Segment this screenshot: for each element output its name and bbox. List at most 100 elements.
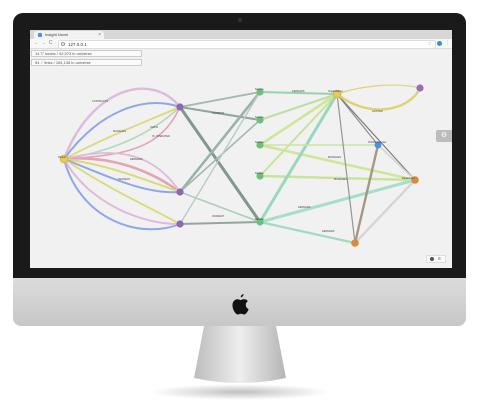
graph-node	[176, 188, 184, 196]
tab-close-button[interactable]: ×	[98, 32, 101, 38]
graph-node	[351, 239, 359, 247]
edge-label: OWNS	[150, 125, 158, 129]
edge-label: MANAGES	[113, 129, 126, 133]
graph-edge	[336, 84, 421, 95]
graph-edge	[258, 92, 339, 224]
graph-node	[256, 88, 264, 96]
links-icon: ⟋	[40, 60, 44, 65]
node-label: Service	[255, 140, 264, 144]
nodes-label: nodes / 42,073 in universe	[44, 51, 92, 56]
gear-icon: ⚙	[440, 132, 448, 139]
edge-label: DEPENDS	[322, 229, 335, 233]
nodes-info-box: 14 ▽ nodes / 42,073 in universe	[31, 50, 142, 57]
graph-edge	[63, 152, 181, 193]
forward-button[interactable]: →	[41, 40, 46, 46]
graph-edge	[63, 158, 181, 194]
edge-label: INCIDENT	[212, 111, 225, 115]
monitor-stand	[194, 326, 286, 383]
graph-edge	[353, 178, 417, 245]
edge-label: DEPENDS	[292, 89, 305, 93]
apple-logo-icon	[232, 294, 249, 315]
links-label: links / 164,138 in universe	[44, 60, 91, 65]
graph-edge	[353, 143, 380, 245]
graph-edge	[258, 143, 417, 182]
graph-edge	[179, 221, 261, 225]
edge-label: INCIDENT	[212, 214, 225, 218]
favicon-icon	[38, 33, 42, 37]
settings-button[interactable]: ⚙	[436, 130, 452, 142]
graph-nodes	[59, 84, 424, 247]
graph-edge	[63, 158, 181, 226]
back-button[interactable]: ←	[34, 40, 39, 46]
extension-icon[interactable]	[437, 41, 442, 46]
graph-edge	[179, 119, 261, 193]
tab-title: Insight Novel	[45, 32, 69, 37]
browser-toolbar: ← → C 127.0.0.1 ☆ ⋮	[30, 39, 452, 49]
node-label: Datacenter	[402, 176, 415, 180]
zoom-control[interactable]: ≡	[426, 255, 446, 263]
node-label: Service	[255, 115, 264, 119]
nodes-count: 14	[35, 51, 40, 56]
graph-node	[416, 84, 424, 92]
graph-edge	[63, 158, 181, 193]
info-icon	[61, 42, 65, 46]
graph-edge	[63, 106, 181, 160]
edge-label: CONTRACTS	[92, 99, 108, 103]
graph-edge	[258, 220, 357, 245]
graph-node	[411, 176, 419, 184]
graph-node-root	[59, 154, 69, 164]
edge-label: DEPENDS	[298, 205, 311, 209]
graph-edge	[178, 105, 262, 224]
node-label: Service	[255, 217, 264, 221]
graph-edge	[179, 106, 261, 121]
graph-node	[256, 141, 264, 149]
node-label: Person	[58, 155, 67, 159]
edge-label: INCIDENT	[118, 177, 131, 181]
browser-tab[interactable]: Insight Novel ×	[34, 31, 104, 39]
bookmark-star-icon[interactable]: ☆	[427, 41, 432, 47]
graph-edge	[335, 86, 422, 111]
edge-label: MANAGES	[334, 177, 347, 181]
graph-canvas[interactable]: CONTRACTS MANAGES DEPENDS INCIDENT OWNS …	[30, 30, 452, 268]
zoom-dot-icon	[430, 257, 434, 261]
edge-label: HOSTED	[372, 109, 383, 113]
browser-screen: Insight Novel × ← → C 127.0.0.1 ☆ ⋮	[30, 30, 452, 268]
node-label: Service	[255, 171, 264, 175]
graph-edge	[62, 157, 182, 194]
graph-edge	[336, 93, 416, 181]
node-label: Service	[255, 87, 264, 91]
graph-edge	[178, 90, 262, 194]
graph-node	[256, 116, 264, 124]
edge-label: MANAGES	[328, 155, 341, 159]
graph-edge	[377, 144, 416, 181]
graph-edge	[336, 93, 379, 146]
graph-edge	[336, 93, 356, 244]
url-text: 127.0.0.1	[68, 42, 87, 47]
graph-node	[176, 103, 184, 111]
graph-edges	[62, 84, 422, 245]
edge-labels: CONTRACTS MANAGES DEPENDS INCIDENT OWNS …	[92, 89, 383, 233]
links-count: 54	[35, 60, 40, 65]
node-label: Organization	[328, 89, 343, 93]
graph-edge	[63, 158, 181, 225]
camera-icon	[238, 18, 242, 22]
tab-bar: Insight Novel ×	[30, 30, 452, 39]
browser-menu-button[interactable]: ⋮	[445, 40, 450, 46]
graph-edge	[63, 158, 181, 231]
zoom-menu-icon[interactable]: ≡	[438, 256, 441, 262]
links-info-box: 54 ⟋ links / 164,138 in universe	[31, 59, 142, 66]
graph-edge	[259, 93, 338, 177]
edge-label: IS_OPERATED	[152, 134, 170, 138]
address-bar[interactable]: 127.0.0.1 ☆	[58, 40, 436, 49]
graph-node	[256, 218, 264, 226]
stand-shadow	[150, 384, 330, 400]
graph-edge	[258, 92, 339, 147]
graph-edge	[62, 87, 182, 161]
graph-node	[256, 172, 264, 180]
graph-edge	[259, 91, 338, 95]
edge-label: DEPENDS	[130, 157, 143, 161]
reload-button[interactable]: C	[49, 40, 53, 46]
graph-edge	[63, 102, 181, 160]
graph-node	[176, 220, 184, 228]
